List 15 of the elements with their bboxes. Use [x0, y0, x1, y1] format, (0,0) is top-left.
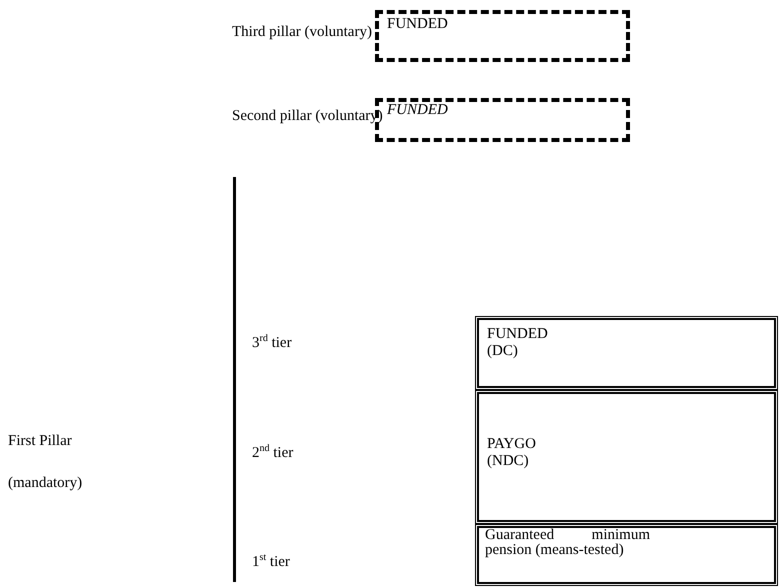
- pillar-label: Second pillar (voluntary): [232, 108, 383, 125]
- box-text: FUNDED: [387, 16, 449, 33]
- tier-label: 2$^{nd}$ tier: [252, 443, 294, 463]
- box-text: FUNDED (DC): [487, 326, 549, 360]
- pillar-label: Third pillar (voluntary): [232, 24, 372, 41]
- box-text: PAYGO (NDC): [487, 436, 537, 470]
- box-text: Guaranteed minimum pension (means-tested): [485, 528, 650, 558]
- tier-box: [477, 526, 776, 584]
- tier-label: 1$^{st}$ tier: [252, 552, 291, 572]
- dashed-box: [375, 10, 630, 62]
- box-text: FUNDED: [387, 102, 449, 119]
- pillar-label: First Pillar (mandatory): [8, 432, 84, 493]
- tier-box: [477, 318, 776, 388]
- tier-box: [477, 392, 776, 522]
- tier-label: 3$^{rd}$ tier: [252, 333, 293, 353]
